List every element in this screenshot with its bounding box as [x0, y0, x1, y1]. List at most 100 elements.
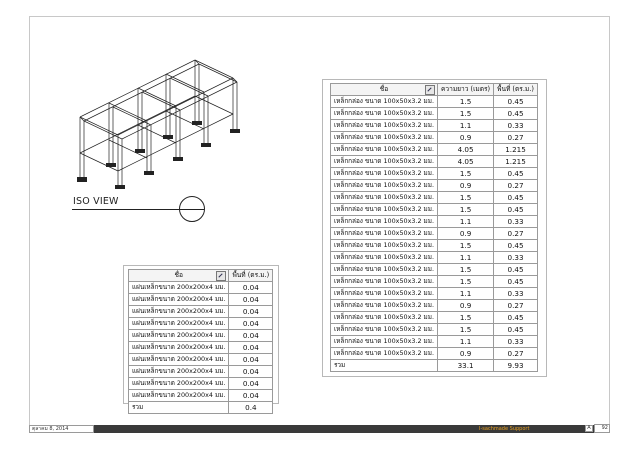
- cell-name: เหล็กกล่อง ขนาด 100x50x3.2 มม.: [329, 191, 439, 204]
- cell-value: 0.04: [228, 365, 274, 378]
- cell-name: เหล็กกล่อง ขนาด 100x50x3.2 มม.: [329, 95, 439, 108]
- footer-bar: [29, 425, 610, 433]
- table-row[interactable]: แผ่นเหล็กขนาด 200x200x4 มม.0.04: [127, 353, 274, 366]
- table-row[interactable]: แผ่นเหล็กขนาด 200x200x4 มม.0.04: [127, 281, 274, 294]
- table-row[interactable]: แผ่นเหล็กขนาด 200x200x4 มม.0.04: [127, 365, 274, 378]
- cell-value: 1.5: [437, 239, 495, 252]
- cell-name: เหล็กกล่อง ขนาด 100x50x3.2 มม.: [329, 263, 439, 276]
- cell-value: 0.45: [493, 263, 538, 276]
- cell-value: 1.5: [437, 311, 495, 324]
- table-row[interactable]: แผ่นเหล็กขนาด 200x200x4 มม.0.04: [127, 305, 274, 318]
- column-header-area[interactable]: พื้นที่ (ตร.ม.): [493, 83, 538, 96]
- footer-date: ตุลาคม 8, 2014: [29, 425, 94, 433]
- cell-value: 1.1: [437, 119, 495, 132]
- cell-name: เหล็กกล่อง ขนาด 100x50x3.2 มม.: [329, 239, 439, 252]
- cell-value: 0.33: [493, 215, 538, 228]
- total-value: 33.1: [437, 359, 495, 372]
- steel-tube-schedule: ชื่อ ความยาว (เมตร) พื้นที่ (ตร.ม.) เหล็…: [329, 83, 538, 372]
- cell-value: 1.5: [437, 95, 495, 108]
- footer-marker: A: [585, 425, 593, 432]
- cell-name: เหล็กกล่อง ขนาด 100x50x3.2 มม.: [329, 143, 439, 156]
- cell-name: เหล็กกล่อง ขนาด 100x50x3.2 มม.: [329, 275, 439, 288]
- column-header-name[interactable]: ชื่อ: [127, 269, 230, 282]
- cell-name: เหล็กกล่อง ขนาด 100x50x3.2 มม.: [329, 311, 439, 324]
- cell-name: เหล็กกล่อง ขนาด 100x50x3.2 มม.: [329, 215, 439, 228]
- cell-value: 0.9: [437, 299, 495, 312]
- table-row[interactable]: แผ่นเหล็กขนาด 200x200x4 มม.0.04: [127, 317, 274, 330]
- cell-name: เหล็กกล่อง ขนาด 100x50x3.2 มม.: [329, 323, 439, 336]
- cell-name: แผ่นเหล็กขนาด 200x200x4 มม.: [127, 329, 230, 342]
- filter-icon[interactable]: [425, 85, 436, 95]
- cell-value: 0.33: [493, 287, 538, 300]
- column-header-area[interactable]: พื้นที่ (ตร.ม.): [228, 269, 274, 282]
- cell-value: 0.27: [493, 179, 538, 192]
- cell-value: 0.04: [228, 341, 274, 354]
- cell-value: 4.05: [437, 155, 495, 168]
- cell-value: 1.215: [493, 143, 538, 156]
- cell-value: 1.1: [437, 215, 495, 228]
- cell-value: 0.27: [493, 347, 538, 360]
- schedule-header-row: ชื่อ ความยาว (เมตร) พื้นที่ (ตร.ม.): [329, 83, 538, 96]
- cell-name: เหล็กกล่อง ขนาด 100x50x3.2 มม.: [329, 167, 439, 180]
- table-row[interactable]: แผ่นเหล็กขนาด 200x200x4 มม.0.04: [127, 293, 274, 306]
- cell-value: 0.45: [493, 239, 538, 252]
- column-header-length[interactable]: ความยาว (เมตร): [437, 83, 495, 96]
- cell-name: แผ่นเหล็กขนาด 200x200x4 มม.: [127, 341, 230, 354]
- cell-name: แผ่นเหล็กขนาด 200x200x4 มม.: [127, 377, 230, 390]
- cell-value: 0.04: [228, 293, 274, 306]
- cell-value: 0.04: [228, 317, 274, 330]
- cell-value: 0.33: [493, 251, 538, 264]
- cell-name: เหล็กกล่อง ขนาด 100x50x3.2 มม.: [329, 227, 439, 240]
- table-row[interactable]: แผ่นเหล็กขนาด 200x200x4 มม.0.04: [127, 389, 274, 402]
- cell-value: 0.27: [493, 131, 538, 144]
- cell-value: 1.1: [437, 335, 495, 348]
- table-row[interactable]: แผ่นเหล็กขนาด 200x200x4 มม.0.04: [127, 377, 274, 390]
- cell-value: 1.5: [437, 263, 495, 276]
- cell-value: 0.04: [228, 281, 274, 294]
- cell-name: เหล็กกล่อง ขนาด 100x50x3.2 มม.: [329, 107, 439, 120]
- table-row[interactable]: แผ่นเหล็กขนาด 200x200x4 มม.0.04: [127, 329, 274, 342]
- cell-value: 1.5: [437, 167, 495, 180]
- cell-name: เหล็กกล่อง ขนาด 100x50x3.2 มม.: [329, 299, 439, 312]
- cell-value: 1.5: [437, 323, 495, 336]
- cell-value: 0.04: [228, 305, 274, 318]
- cell-value: 0.04: [228, 353, 274, 366]
- cell-value: 0.45: [493, 167, 538, 180]
- column-header-name[interactable]: ชื่อ: [329, 83, 439, 96]
- filter-icon[interactable]: [216, 271, 227, 281]
- table-row[interactable]: แผ่นเหล็กขนาด 200x200x4 มม.0.04: [127, 341, 274, 354]
- footer-brand: I-sachmade Support: [479, 426, 530, 432]
- cell-value: 0.27: [493, 299, 538, 312]
- cell-value: 0.45: [493, 311, 538, 324]
- cell-value: 0.04: [228, 329, 274, 342]
- footer-page-number: A 92: [585, 424, 610, 433]
- cell-name: แผ่นเหล็กขนาด 200x200x4 มม.: [127, 281, 230, 294]
- cell-value: 0.9: [437, 179, 495, 192]
- cell-value: 0.45: [493, 191, 538, 204]
- total-value: 0.4: [228, 401, 274, 414]
